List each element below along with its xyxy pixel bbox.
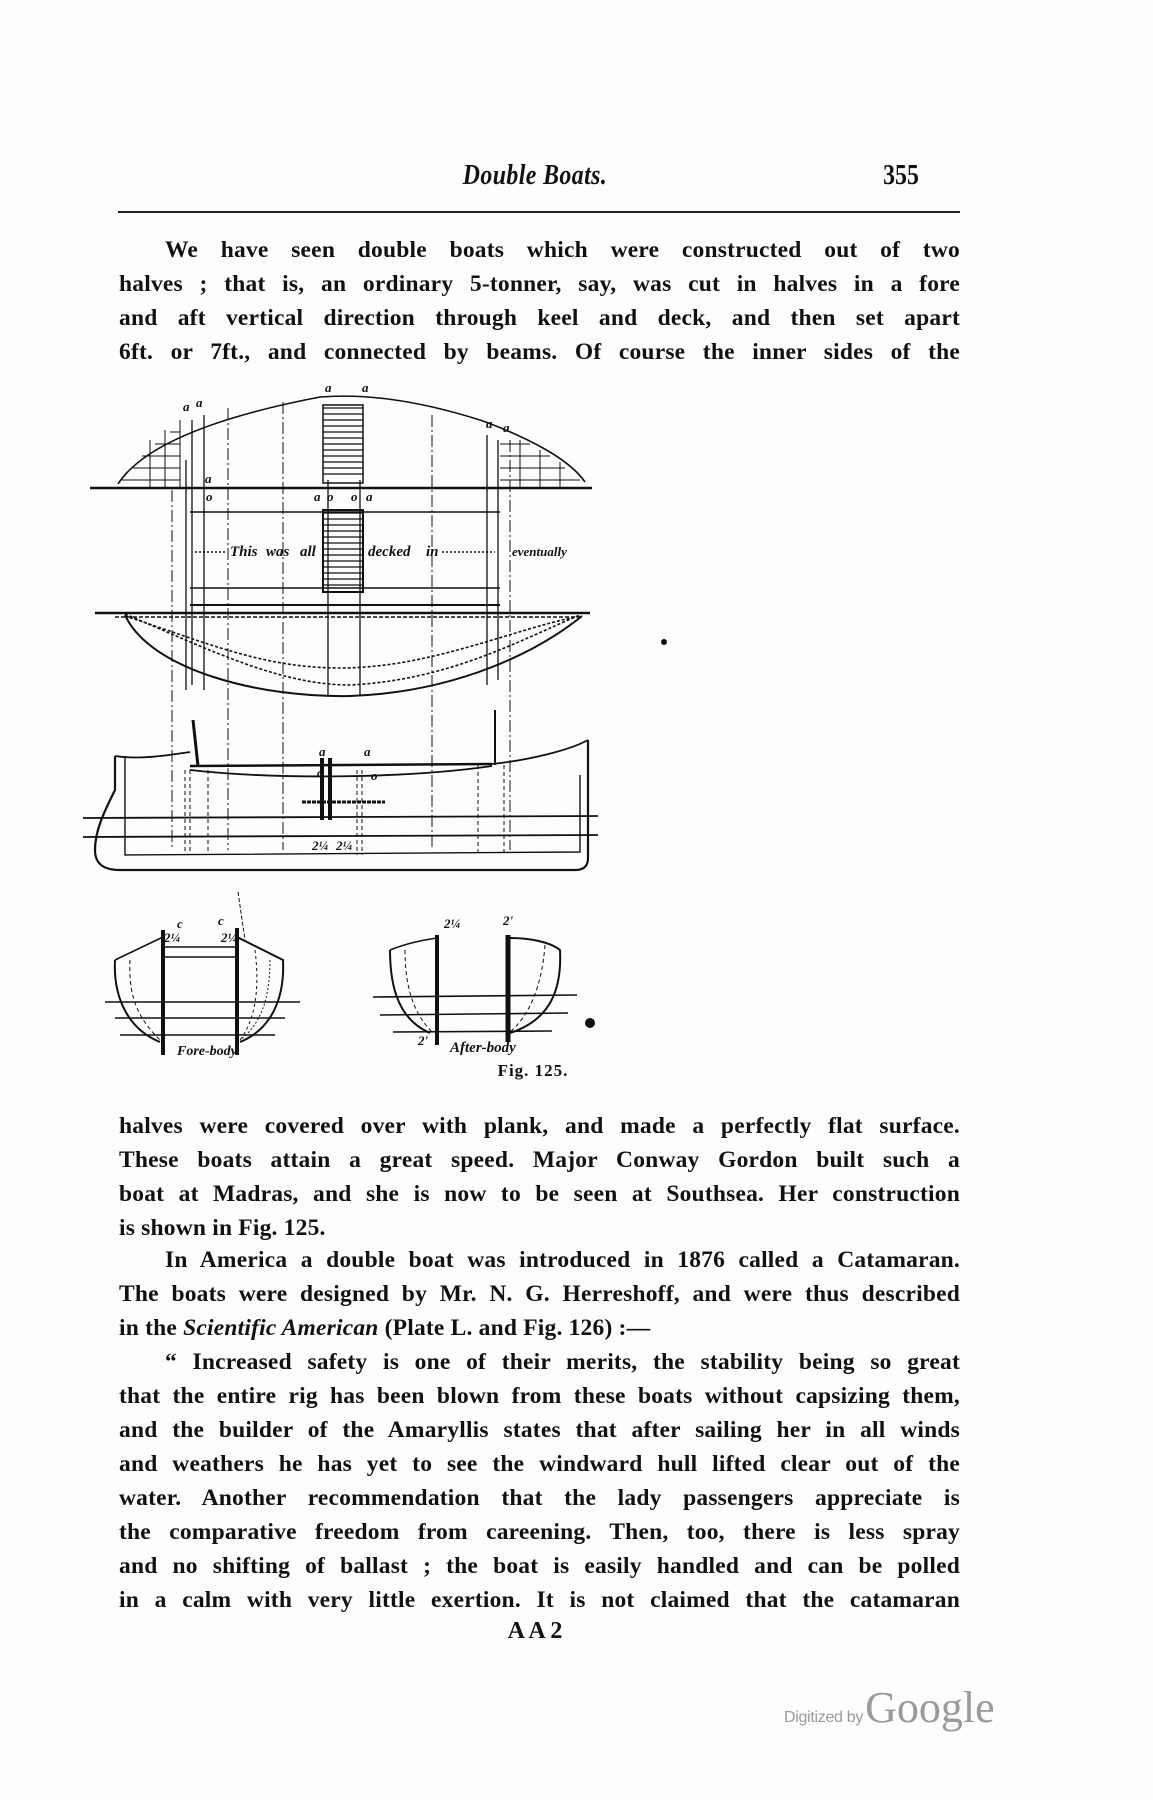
text-line: 6ft. or 7ft., and connected by beams. Of… [119, 339, 960, 365]
figure-label: o [351, 489, 358, 504]
text-run: (Plate L. and Fig. 126) :— [378, 1315, 651, 1341]
figure-label: 2¼ [163, 930, 181, 945]
after-body-section [372, 935, 578, 1045]
text-line: halves were covered over with plank, and… [119, 1113, 960, 1139]
figure-label: o [317, 765, 324, 780]
text-line: in the Scientific American (Plate L. and… [119, 1311, 960, 1345]
text-line: These boats attain a great speed. Major … [119, 1147, 960, 1173]
paragraph-1: We have seen double boats which were con… [119, 233, 960, 369]
figure-label: a [183, 399, 190, 414]
watermark-prefix: Digitized by [784, 1709, 864, 1726]
after-body-label: After-body [449, 1040, 516, 1056]
paragraph-3: In America a double boat was introduced … [119, 1243, 960, 1345]
figure-label: a [486, 416, 493, 431]
figure-label: a [362, 380, 369, 395]
figure-label: 2' [417, 1033, 429, 1048]
running-title: Double Boats. [462, 160, 608, 191]
waterline-2 [82, 834, 599, 838]
annotation-eventually: eventually [512, 544, 567, 559]
text-line: water. Another recommendation that the l… [119, 1485, 960, 1511]
figure-label: 2¼ [443, 916, 461, 931]
paragraph-4: “ Increased safety is one of their merit… [119, 1345, 960, 1617]
google-logo: Google [865, 1683, 995, 1732]
figure-label: o [371, 768, 378, 783]
text-line: that the entire rig has been blown from … [119, 1383, 960, 1409]
figure-label: o [206, 489, 213, 504]
figure-label: a [196, 395, 203, 410]
figure-caption: Fig. 125. [497, 1061, 569, 1080]
text-line: and weathers he has yet to see the windw… [119, 1451, 960, 1477]
text-line: is shown in Fig. 125. [119, 1215, 326, 1241]
text-run: in the [119, 1315, 184, 1341]
figure-label: 2' [502, 913, 514, 928]
text-line: in a calm with very little exertion. It … [119, 1587, 960, 1613]
figure-label: a [364, 744, 371, 759]
hull-outline [124, 614, 583, 698]
paragraph-2: halves were covered over with plank, and… [119, 1109, 960, 1245]
figure-label: 2¼ [220, 930, 238, 945]
page-number: 355 [883, 160, 919, 191]
sheer-line [189, 762, 493, 768]
text-line: In America a double boat was introduced … [165, 1247, 960, 1273]
annotation-all: all [300, 544, 317, 560]
annotation-in: in [426, 544, 439, 560]
figure-label: c [177, 916, 183, 931]
text-line: “ Increased safety is one of their merit… [165, 1349, 960, 1375]
figure-label: a [205, 471, 212, 486]
plan-view [90, 395, 592, 850]
figure-label: a [366, 489, 373, 504]
deck-outline [117, 395, 586, 485]
signature-mark: A A 2 [507, 1618, 563, 1644]
header-rule [118, 211, 960, 213]
text-line: and aft vertical direction through keel … [119, 305, 960, 331]
figure-label: a [503, 420, 510, 435]
figure-label: o [327, 489, 334, 504]
hull-profile [93, 740, 590, 872]
fore-body-label: Fore-body. [176, 1044, 240, 1059]
figure-125-drawing: This was all decked in eventually [82, 380, 667, 1059]
text-line: The boats were designed by Mr. N. G. Her… [119, 1281, 960, 1307]
ink-dot [585, 1018, 595, 1028]
text-line: the comparative freedom from careening. … [119, 1519, 960, 1545]
text-line: We have seen double boats which were con… [165, 237, 960, 263]
ink-dot [661, 639, 667, 645]
elevation-view [82, 710, 599, 872]
text-line: and the builder of the Amaryllis states … [119, 1417, 960, 1443]
italic-title: Scientific American [183, 1315, 379, 1341]
fore-body-section [105, 891, 300, 1055]
text-line: boat at Madras, and she is now to be see… [119, 1181, 960, 1207]
hatching-right [500, 440, 580, 488]
annotation-decked: decked [368, 544, 411, 560]
plan-annotations: This was all decked in eventually [230, 544, 567, 560]
annotation-was: was [266, 544, 290, 560]
figure-label: 2¼ [335, 838, 353, 853]
figure-label: a [314, 489, 321, 504]
waterline-1 [82, 815, 599, 819]
figure-label: a [319, 744, 326, 759]
annotation-this: This [230, 544, 258, 560]
text-line: and no shifting of ballast ; the boat is… [119, 1553, 960, 1579]
cross-beam-ladder-mid [322, 509, 364, 593]
google-watermark: Digitized byGoogle [784, 1682, 995, 1733]
figure-label: a [325, 380, 332, 395]
text-line: halves ; that is, an ordinary 5-tonner, … [119, 271, 960, 297]
hatching-left [122, 420, 181, 488]
figure-label: c [218, 913, 224, 928]
figure-label: 2¼ [311, 838, 329, 853]
mast [191, 719, 200, 767]
